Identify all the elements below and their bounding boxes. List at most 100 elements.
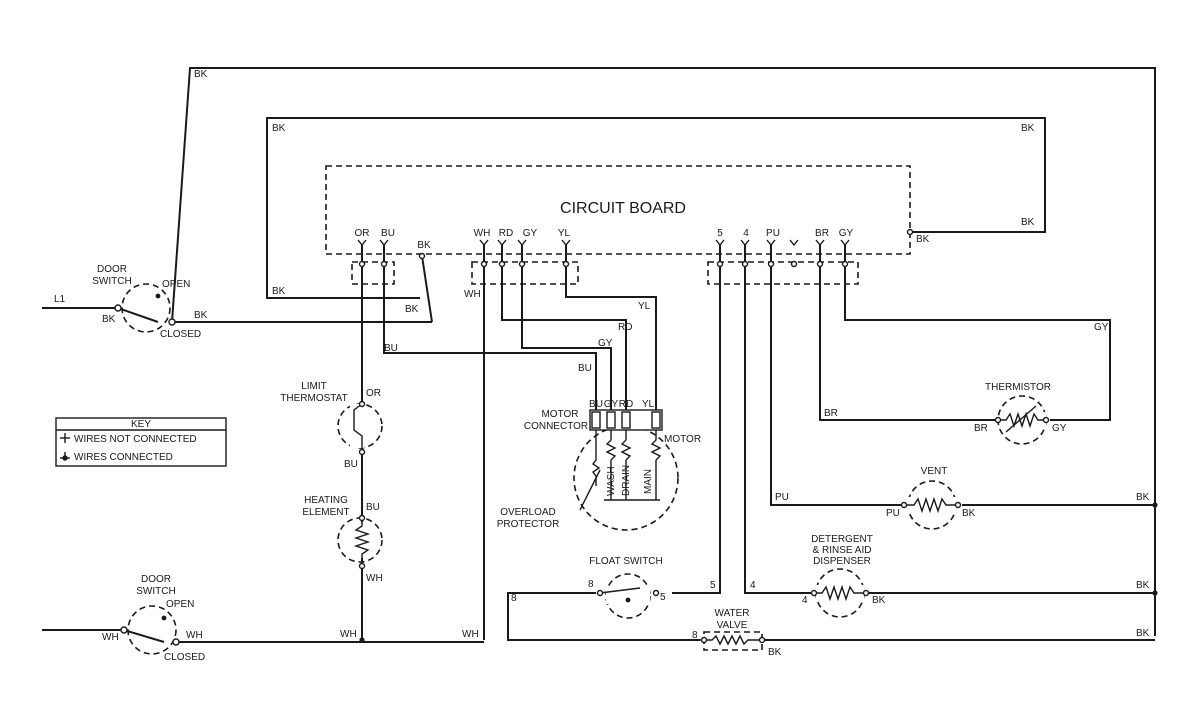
pin-4: 4	[743, 228, 749, 239]
motor-connector-pins	[591, 411, 661, 429]
thermistor-label: THERMISTOR	[985, 382, 1051, 393]
dispenser: DETERGENT & RINSE AID DISPENSER 4 BK	[802, 534, 886, 618]
float-switch-label: FLOAT SWITCH	[589, 556, 663, 567]
water-valve-coil	[700, 634, 765, 646]
lbl-bk-sw-in: BK	[102, 314, 116, 325]
pin-or: OR	[355, 228, 370, 239]
lbl-wh-heater: WH	[366, 573, 383, 584]
lbl-bk-board: BK	[405, 304, 419, 315]
lbl-gy: GY	[598, 338, 613, 349]
door-switch-bottom: DOOR SWITCH OPEN CLOSED	[120, 574, 205, 663]
float-switch-contact	[625, 597, 631, 603]
thermistor-br: BR	[974, 423, 988, 434]
lbl-bu-d: BU	[366, 502, 380, 513]
lbl-bk-sw-out: BK	[194, 310, 208, 321]
pin-bk: BK	[417, 240, 431, 251]
pin-bk-side: BK	[916, 234, 930, 245]
lbl-gy-therm: GY	[1094, 322, 1109, 333]
door-switch-top-line1: DOOR	[97, 264, 127, 275]
lbl-wh-sw-out: WH	[186, 630, 203, 641]
float-switch-8: 8	[588, 579, 594, 590]
key-title: KEY	[131, 419, 151, 430]
float-switch-blade	[599, 587, 641, 594]
lbl-br-wire: BR	[824, 408, 838, 419]
vent-pu: PU	[886, 508, 900, 519]
pin-gy-right: GY	[839, 228, 854, 239]
water-valve-8: 8	[692, 630, 698, 641]
lbl-yl: YL	[638, 301, 651, 312]
float-switch: FLOAT SWITCH 8 5	[588, 556, 666, 619]
water-valve-line1: WATER	[715, 608, 750, 619]
dispenser-4: 4	[802, 595, 808, 606]
open-contact	[155, 293, 161, 299]
connector-housing-right	[707, 261, 859, 285]
connector-housing-mid	[471, 261, 579, 285]
water-valve-bk: BK	[768, 647, 782, 658]
motor-pin-rd: RD	[619, 399, 633, 410]
lbl-bk-bl: BK	[272, 286, 286, 297]
door-switch-bottom-closed: CLOSED	[164, 652, 205, 663]
water-valve: WATER VALVE 8 BK	[692, 608, 782, 658]
door-switch-top: DOOR SWITCH OPEN CLOSED	[92, 264, 201, 340]
lbl-bu-b: BU	[578, 363, 592, 374]
water-valve-line2: VALVE	[717, 620, 748, 631]
float-switch-5: 5	[660, 592, 666, 603]
lbl-pu-wire: PU	[775, 492, 789, 503]
motor-pin-yl: YL	[642, 399, 655, 410]
lbl-bu-c: BU	[344, 459, 358, 470]
dispenser-line2: & RINSE AID	[813, 545, 872, 556]
not-connected-symbol	[60, 433, 70, 443]
door-switch-top-outline	[121, 283, 171, 333]
lbl-bu-a: BU	[384, 343, 398, 354]
n5-wire	[672, 245, 721, 594]
door-switch-top-line2: SWITCH	[92, 276, 131, 287]
pin-pu: PU	[766, 228, 780, 239]
pin-yl: YL	[558, 228, 571, 239]
bk-to-board	[421, 255, 433, 323]
heater-coil	[353, 518, 371, 562]
circuit-board: CIRCUIT BOARD OR BU BK WH RD GY YL 5 4 P…	[325, 165, 930, 285]
lbl-or: OR	[366, 388, 381, 399]
heating-element-line1: HEATING	[304, 495, 348, 506]
motor-pin-gy: GY	[604, 399, 619, 410]
limit-thermostat-line1: LIMIT	[301, 381, 327, 392]
lbl-bk-valve: BK	[1136, 628, 1150, 639]
n8-wire	[507, 592, 700, 641]
board-outline	[325, 165, 911, 255]
rd-wire	[501, 245, 627, 410]
lbl-bk-tr: BK	[1021, 123, 1035, 134]
wire-labels: BK BK BK BK BK L1 BK BK BK BU WH YL RD G…	[54, 69, 1150, 643]
connector-housing-left	[351, 261, 395, 285]
key-connected: WIRES CONNECTED	[74, 452, 173, 463]
key-box	[55, 417, 227, 467]
open-contact-bottom	[161, 615, 167, 621]
pin-wh: WH	[474, 228, 491, 239]
pu-wire	[770, 245, 902, 506]
overload-protector-symbol	[591, 430, 601, 486]
legend-key: KEY WIRES NOT CONNECTED WIRES CONNECTED	[55, 417, 227, 467]
overload-line1: OVERLOAD	[500, 507, 556, 518]
door-switch-bottom-line1: DOOR	[141, 574, 171, 585]
pin-terminals	[358, 228, 914, 268]
lbl-wh-board-bottom: WH	[462, 629, 479, 640]
lbl-8-wire: 8	[511, 593, 517, 604]
door-switch-top-open: OPEN	[162, 279, 190, 290]
lbl-5-wire: 5	[710, 580, 716, 591]
overload-pointer	[579, 469, 601, 511]
gy-therm-wire	[844, 245, 1111, 421]
winding-drain: DRAIN	[621, 465, 632, 496]
lbl-bk-tl: BK	[272, 123, 286, 134]
n4-wire	[744, 245, 814, 594]
gy-wire	[521, 245, 612, 410]
thermistor: THERMISTOR BR GY	[974, 382, 1067, 445]
motor-label: MOTOR	[664, 434, 701, 445]
pin-bu: BU	[381, 228, 395, 239]
winding-main: MAIN	[643, 469, 654, 494]
limit-thermostat: LIMIT THERMOSTAT	[280, 381, 383, 456]
dispenser-resistor	[814, 584, 866, 602]
outer-bk-wire	[171, 67, 1156, 636]
lbl-wh-bottom: WH	[340, 629, 357, 640]
bu-motor-wire	[383, 245, 597, 410]
water-valve-outline	[703, 631, 763, 651]
